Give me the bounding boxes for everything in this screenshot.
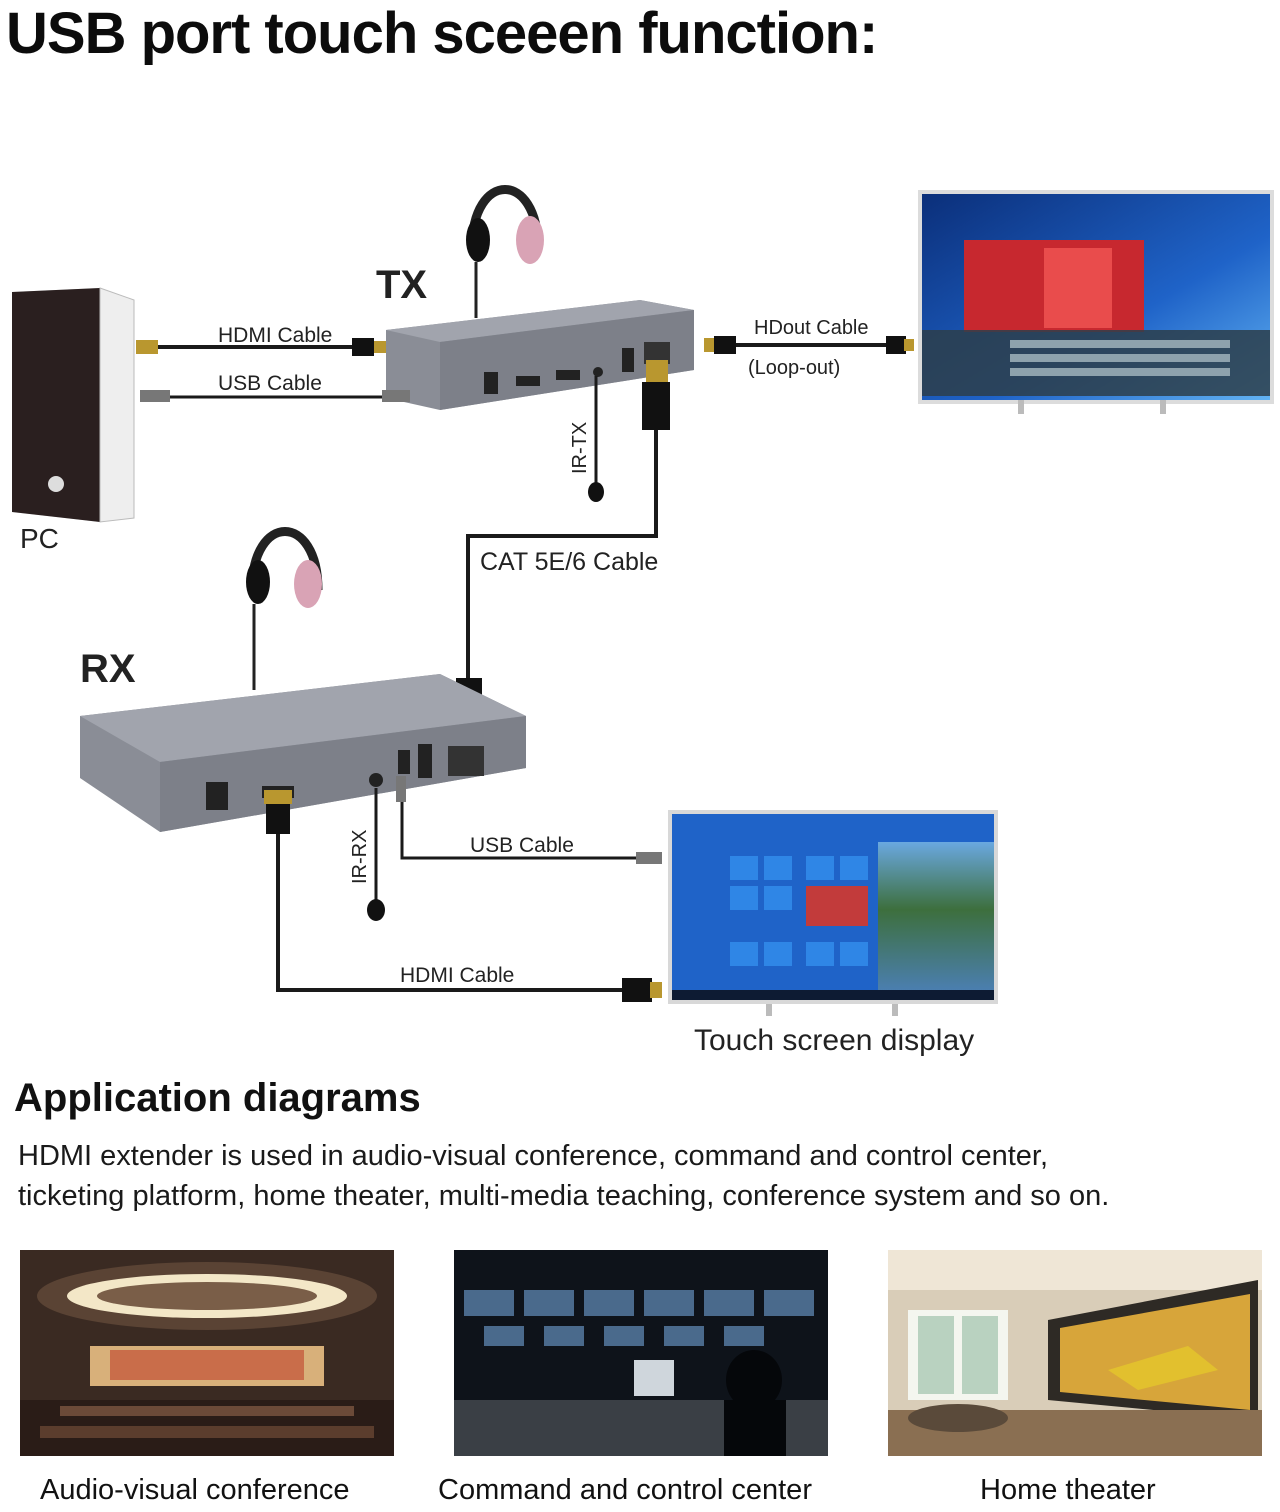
usb-cable-rx <box>396 776 662 864</box>
usb-cable-pc <box>140 390 410 402</box>
usb-cable-pc-label: USB Cable <box>218 372 322 395</box>
ir-rx-label: IR-RX <box>349 830 371 884</box>
hdmi-cable-rx-label: HDMI Cable <box>400 964 514 987</box>
cat-cable-label: CAT 5E/6 Cable <box>480 548 658 576</box>
command-and-control-center-caption: Command and control center <box>438 1474 812 1506</box>
audio-visual-conference-caption: Audio-visual conference <box>40 1474 350 1506</box>
loop-out-label: (Loop-out) <box>748 357 840 379</box>
hdmi-cable-pc <box>136 338 386 356</box>
ir-rx-sensor <box>367 788 385 921</box>
ir-tx-sensor <box>588 376 604 502</box>
page-title: USB port touch sceeen function: <box>6 1 878 66</box>
touch-screen-display-icon <box>668 810 998 1016</box>
hdmi-cable-pc-label: HDMI Cable <box>218 324 332 347</box>
audio-visual-conference-image <box>20 1250 394 1456</box>
headphones-icon <box>246 527 323 690</box>
rx-device <box>80 674 526 832</box>
hdmi-out-cable <box>704 336 914 354</box>
application-description-line-2: ticketing platform, home theater, multi-… <box>18 1180 1110 1212</box>
home-theater-caption: Home theater <box>980 1474 1156 1506</box>
hdmi-out-cable-label: HDout Cable <box>754 317 869 339</box>
touch-screen-display-label: Touch screen display <box>694 1024 974 1057</box>
application-heading: Application diagrams <box>14 1076 421 1120</box>
headphones-icon <box>466 185 544 318</box>
tx-device <box>386 300 694 410</box>
monitor-icon <box>918 190 1274 414</box>
home-theater-image <box>888 1250 1262 1456</box>
ir-tx-label: IR-TX <box>569 422 591 474</box>
command-and-control-center-image <box>454 1250 828 1456</box>
pc-tower-icon <box>12 287 135 523</box>
connection-diagram: PC TX HDMI Cable USB Cable <box>12 185 1274 1057</box>
rx-label: RX <box>80 647 136 691</box>
tx-label: TX <box>376 263 427 307</box>
usb-cable-rx-label: USB Cable <box>470 834 574 857</box>
application-description-line-1: HDMI extender is used in audio-visual co… <box>18 1140 1049 1172</box>
pc-label: PC <box>20 523 59 554</box>
hdmi-cable-rx <box>264 790 662 1002</box>
